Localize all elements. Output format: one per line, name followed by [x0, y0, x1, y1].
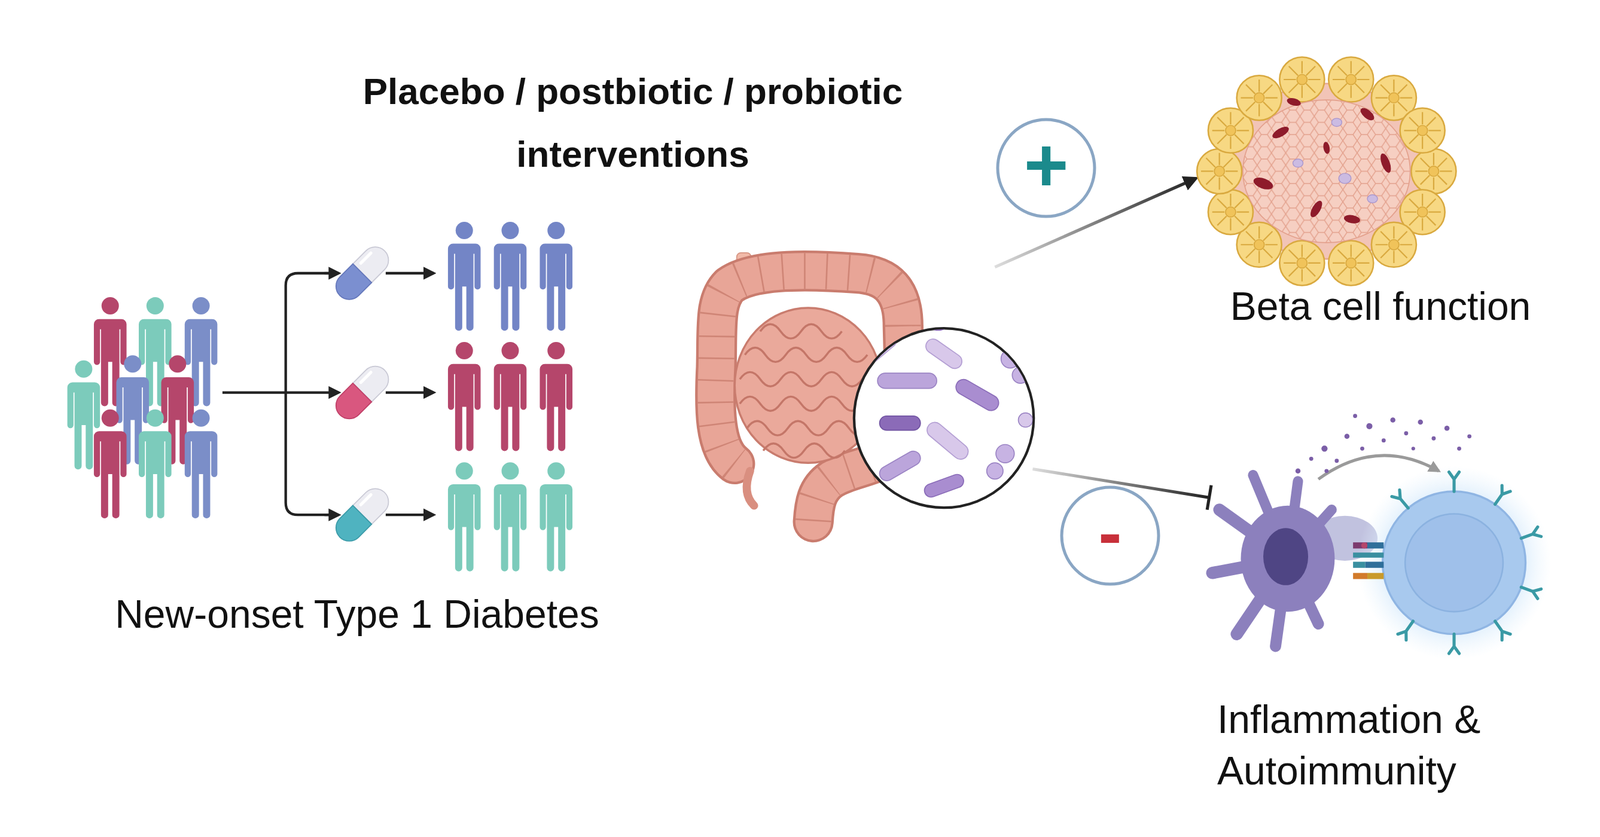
treatment-group — [448, 342, 573, 451]
effect-sign: - — [1059, 485, 1161, 587]
microbiota-magnifier — [854, 325, 1034, 508]
treatment-group — [448, 221, 573, 331]
capsule-icon — [330, 241, 395, 306]
capsule-icon — [330, 360, 395, 425]
effect-sign: + — [995, 117, 1097, 219]
randomisation-arrows — [222, 273, 434, 515]
effect-arrows — [994, 178, 1212, 510]
effect-circle: - — [1059, 485, 1161, 587]
outcome-caption: Inflammation & Autoimmunity — [1217, 693, 1553, 797]
effect-circle: + — [995, 117, 1097, 219]
pancreatic-islet — [1196, 56, 1456, 286]
patient-crowd — [67, 297, 218, 519]
outcome-caption: Beta cell function — [1141, 282, 1600, 331]
treatment-group — [448, 462, 573, 572]
capsule-icon — [330, 483, 395, 547]
group-caption: New-onset Type 1 Diabetes — [28, 590, 687, 639]
immune-synapse — [1212, 413, 1551, 660]
figure-title: Placebo / postbiotic / probiotic interve… — [273, 59, 992, 186]
